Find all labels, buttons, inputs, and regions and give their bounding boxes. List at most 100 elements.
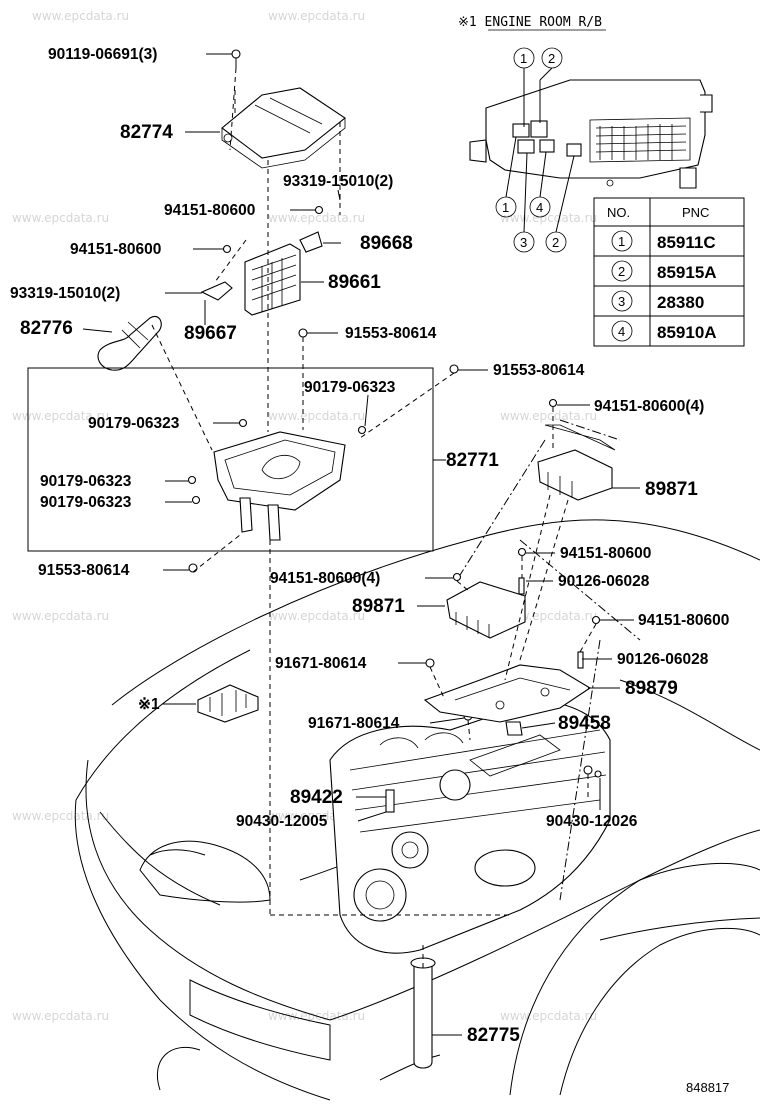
clip-icon	[187, 475, 197, 485]
fender-arch-inner	[559, 928, 760, 1096]
relay-block-bracket-left	[469, 139, 487, 163]
diagram-id: 848817	[686, 1080, 729, 1095]
part-label: 89661	[328, 272, 381, 293]
bolt-icon	[425, 658, 435, 668]
ecu-cover-ribs	[254, 97, 323, 134]
engine-assembly	[329, 699, 611, 954]
relay-3	[517, 139, 535, 154]
watermark-text: www.epcdata.ru	[12, 1009, 109, 1023]
watermark-text: www.epcdata.ru	[268, 409, 365, 423]
part-label: 82776	[20, 318, 73, 339]
bumper-lower	[159, 999, 331, 1101]
ecu-body	[446, 581, 526, 639]
fender-arch-right	[509, 862, 760, 1096]
watermark-text: www.epcdata.ru	[12, 409, 109, 423]
ecu-bracket	[544, 424, 616, 451]
hood-edge	[111, 519, 760, 706]
assembly-lines	[151, 67, 641, 968]
row-number: 4	[618, 324, 625, 339]
callout-number: 1	[520, 51, 527, 66]
fasteners	[187, 49, 602, 813]
relay-2	[530, 120, 548, 138]
rb-body	[197, 684, 259, 723]
fender-left	[74, 799, 161, 1001]
ecu-connectors	[547, 472, 573, 498]
leader-line	[82, 328, 113, 333]
part-labels: 90119-06691(3) 82774 93319-15010(2) 9415…	[10, 46, 729, 1095]
vehicle-body-outline	[74, 519, 760, 1101]
watermark-text: www.epcdata.ru	[268, 211, 365, 225]
row-pnc: 85911C	[657, 233, 716, 252]
ecu-cover-82774	[221, 87, 346, 169]
watermark-text: www.epcdata.ru	[500, 1009, 597, 1023]
relay-5	[566, 143, 582, 157]
rb-relays	[209, 690, 247, 716]
row-number-circle	[611, 230, 633, 252]
idler-hub	[401, 841, 419, 859]
watermark-text: www.epcdata.ru	[12, 609, 109, 623]
sensor-body	[505, 721, 523, 736]
ecu-89871-lower	[446, 581, 526, 639]
row-number-circle	[611, 320, 633, 342]
bumper-corner	[156, 1046, 201, 1091]
part-label: 94151-80600(4)	[594, 398, 704, 415]
leader-line	[539, 151, 547, 198]
ecm-body	[244, 243, 301, 316]
callout-number: 1	[502, 200, 509, 215]
table-header-no: NO.	[607, 205, 630, 220]
hood-front	[75, 649, 251, 801]
leader-line	[521, 722, 556, 729]
callout-number: 2	[548, 51, 555, 66]
table-border	[593, 197, 745, 347]
part-label: 90430-12026	[546, 813, 638, 830]
assembly-line	[214, 239, 247, 283]
intake-manifold	[469, 734, 561, 777]
nut-icon	[591, 615, 601, 625]
inset-title: ※1 ENGINE ROOM R/B	[458, 15, 602, 30]
bolt-icon	[583, 765, 593, 775]
reference-mark: ※1	[138, 696, 160, 713]
ecu-89871-upper	[537, 424, 616, 501]
assembly-line	[456, 580, 471, 593]
chain-line	[559, 639, 601, 901]
cover-clip	[223, 133, 233, 143]
ecu-cover-side	[221, 118, 346, 169]
callout-number: 4	[536, 200, 543, 215]
ecu-connectors	[455, 612, 490, 638]
part-label: 94151-80600	[164, 202, 255, 219]
row-number: 3	[618, 294, 625, 309]
row-pnc: 28380	[657, 293, 704, 312]
clamp-icon	[594, 770, 602, 778]
assembly-line	[467, 719, 471, 741]
part-label: 91671-80614	[308, 715, 400, 732]
part-label: 94151-80600	[638, 612, 729, 629]
bracket-web	[454, 677, 571, 701]
part-label: 89422	[290, 787, 343, 808]
callout-number: 3	[520, 235, 527, 250]
bracket-hole	[540, 687, 550, 697]
leader-lines	[82, 53, 640, 1036]
ecu-body	[537, 449, 613, 501]
clip-icon	[191, 495, 201, 505]
headlamp-detail	[149, 849, 206, 856]
part-label: 90179-06323	[88, 415, 180, 432]
watermark-text: www.epcdata.ru	[500, 409, 597, 423]
nut-icon	[222, 244, 232, 254]
watermark-text: www.epcdata.ru	[12, 809, 109, 823]
alternator	[474, 849, 536, 887]
clip-icon	[238, 418, 248, 428]
leader-line	[429, 717, 465, 724]
crank-pulley	[353, 868, 407, 922]
leader-line	[505, 136, 517, 198]
watermark-text: www.epcdata.ru	[268, 9, 365, 23]
table-header-pnc: PNC	[682, 205, 709, 220]
box-leg	[267, 504, 281, 541]
leader-line	[364, 394, 369, 427]
part-label: 90126-06028	[617, 651, 709, 668]
fog-lamp-left	[189, 979, 331, 1061]
part-label: 89871	[645, 479, 698, 500]
part-label: 94151-80600	[560, 545, 651, 562]
nut-icon	[314, 205, 324, 215]
